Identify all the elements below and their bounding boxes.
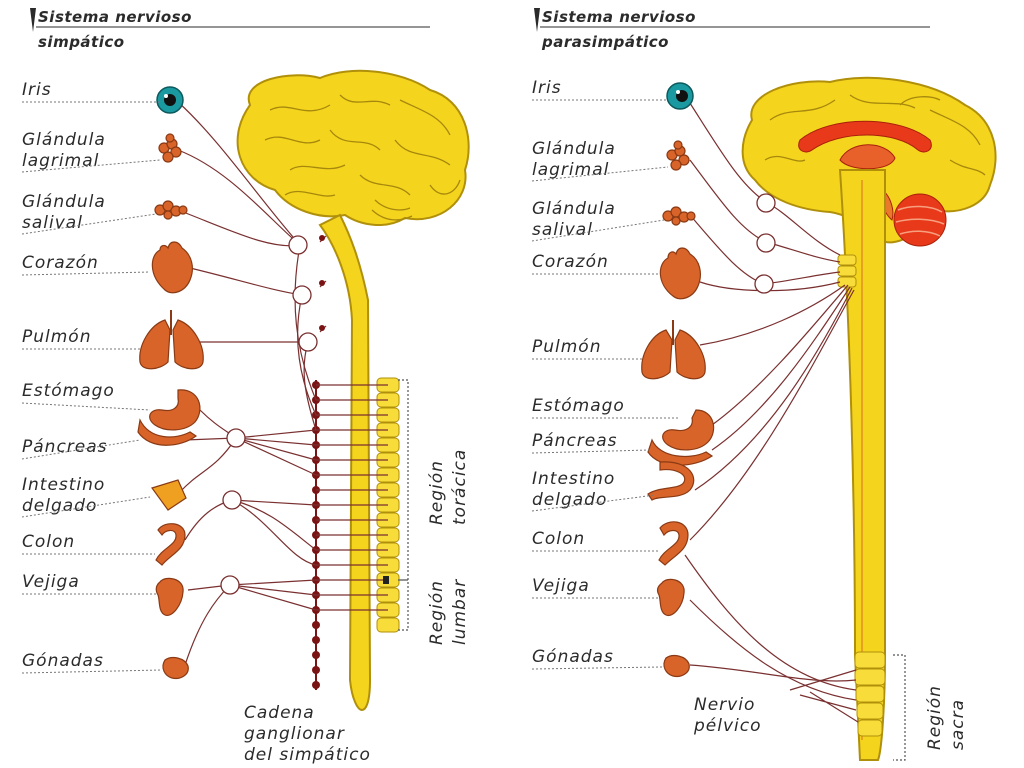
colon-icon — [658, 521, 689, 566]
vertebrae — [376, 377, 400, 633]
label-colon: Colon — [22, 532, 75, 552]
label-salivary-2: salival — [22, 213, 83, 233]
cerebellum — [893, 193, 947, 247]
label-chain-1: Cadena — [244, 703, 315, 723]
pancreas-icon — [647, 438, 714, 466]
parasympathetic-organs — [641, 82, 715, 678]
label-iris: Iris — [22, 80, 52, 100]
label-stomach: Estómago — [532, 396, 625, 416]
label-lung: Pulmón — [532, 337, 601, 357]
label-thoracic-1: Región — [427, 460, 447, 525]
label-chain-2: ganglionar — [244, 724, 345, 744]
label-bladder: Vejiga — [532, 576, 590, 596]
region-brackets-left: Región torácica Región lumbar — [383, 379, 470, 645]
sympathetic-title-line1: Sistema nervioso — [38, 8, 192, 26]
label-intestine-2: delgado — [532, 490, 607, 510]
corpus-callosum — [798, 120, 932, 153]
small-intestine-icon — [151, 479, 187, 511]
brain-sagittal-icon — [741, 76, 997, 247]
title-marker-icon — [534, 8, 540, 32]
sympathetic-nerves — [177, 101, 317, 666]
label-intestine-1: Intestino — [532, 469, 615, 489]
label-lacrimal-1: Glándula — [532, 139, 616, 159]
sympathetic-panel: Sistema nervioso simpático — [21, 8, 470, 765]
label-bladder: Vejiga — [22, 572, 80, 592]
lacrimal-gland-icon — [158, 133, 182, 163]
label-lung: Pulmón — [22, 327, 91, 347]
label-pelvic-nerve-2: pélvico — [693, 716, 762, 736]
label-colon: Colon — [532, 529, 585, 549]
salivary-gland-icon — [154, 200, 188, 220]
label-pelvic-nerve-1: Nervio — [694, 695, 755, 715]
gonads-icon — [162, 656, 189, 680]
sacral-vertebrae — [854, 651, 886, 737]
label-pancreas: Páncreas — [532, 431, 618, 451]
bladder-icon — [155, 577, 184, 616]
heart-icon — [151, 241, 193, 294]
label-thoracic-2: torácica — [450, 449, 470, 525]
stomach-icon — [149, 389, 201, 431]
brainstem-nerve-roots — [837, 254, 857, 288]
eye-icon — [666, 82, 694, 110]
label-lacrimal-2: lagrimal — [532, 160, 609, 180]
brain-icon — [236, 69, 470, 226]
label-gonads: Gónadas — [532, 647, 614, 667]
title-marker-icon — [30, 8, 36, 32]
label-sacral-2: sacra — [948, 699, 968, 750]
label-intestine-2: delgado — [22, 496, 97, 516]
parasympathetic-title-line2: parasimpático — [541, 33, 669, 51]
label-lacrimal-2: lagrimal — [22, 151, 99, 171]
sympathetic-title-line2: simpático — [38, 33, 125, 51]
gonads-icon — [663, 654, 690, 678]
sympathetic-chain — [312, 235, 327, 690]
spinal-cord — [318, 213, 372, 712]
lungs-icon — [641, 320, 706, 380]
salivary-gland-icon — [662, 206, 696, 226]
chain-caption: Cadena ganglionar del simpático — [244, 703, 371, 765]
label-gonads: Gónadas — [22, 651, 104, 671]
label-iris: Iris — [532, 78, 562, 98]
cord-chain-connectors — [316, 384, 388, 611]
label-lacrimal-1: Glándula — [22, 130, 106, 150]
label-stomach: Estómago — [22, 381, 115, 401]
label-salivary-1: Glándula — [532, 199, 616, 219]
sympathetic-organs — [137, 86, 204, 680]
label-heart: Corazón — [22, 253, 99, 273]
lungs-icon — [139, 310, 204, 370]
stomach-icon — [662, 409, 715, 451]
eye-icon — [156, 86, 184, 114]
label-salivary-1: Glándula — [22, 192, 106, 212]
label-pancreas: Páncreas — [22, 437, 108, 457]
region-bracket-right: Región sacra — [893, 654, 968, 761]
bladder-icon — [656, 578, 685, 617]
parasympathetic-title-line1: Sistema nervioso — [542, 8, 696, 26]
label-lumbar-1: Región — [427, 580, 447, 645]
parasympathetic-panel: Sistema nervioso parasimpático — [531, 8, 997, 761]
small-intestine-icon — [647, 461, 695, 501]
label-sacral-1: Región — [925, 685, 945, 750]
prevertebral-ganglia — [220, 235, 318, 595]
parasympathetic-labels: Iris Glándula lagrimal Glándula salival … — [531, 78, 680, 670]
label-salivary-2: salival — [532, 220, 593, 240]
label-intestine-1: Intestino — [22, 475, 105, 495]
label-heart: Corazón — [532, 252, 609, 272]
sympathetic-labels: Iris Glándula lagrimal Glándula salival … — [21, 80, 163, 674]
heart-icon — [659, 247, 701, 300]
lacrimal-gland-icon — [666, 140, 690, 171]
pancreas-icon — [137, 418, 198, 446]
parasympathetic-ganglia — [754, 193, 776, 294]
colon-icon — [155, 523, 186, 566]
label-chain-3: del simpático — [244, 745, 371, 765]
label-lumbar-2: lumbar — [450, 579, 470, 645]
